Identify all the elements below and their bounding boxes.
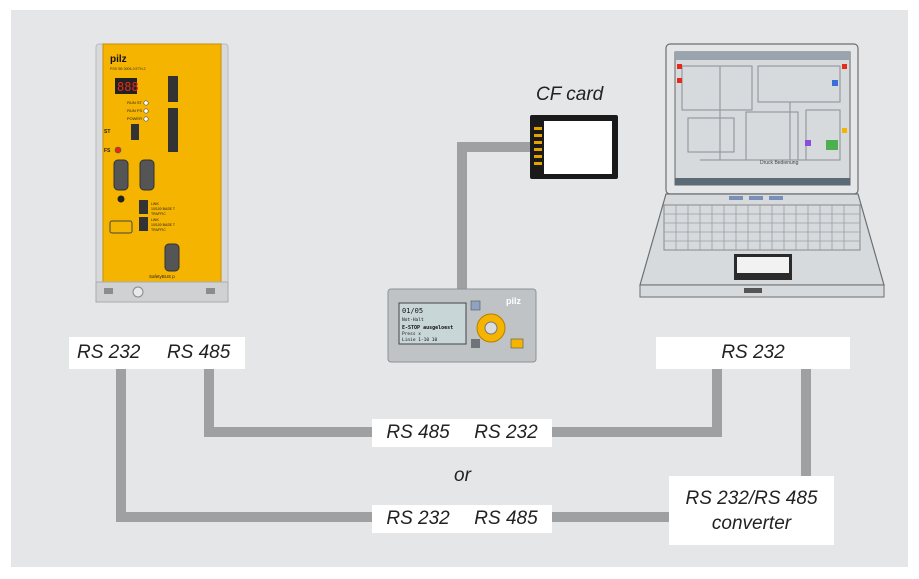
plc-screw-icon: [132, 286, 144, 298]
plc-error-led: [114, 146, 122, 154]
plc-power-terminal: [168, 76, 178, 102]
plc-clip-right: [206, 288, 215, 294]
cable-top-rs485: RS 485: [386, 422, 450, 443]
cable-bottom-label: RS 232 RS 485: [372, 505, 552, 533]
terminal-key-right: [510, 338, 524, 349]
laptop-keyboard: [663, 204, 861, 251]
plc-mode-switch: [131, 124, 139, 140]
cf-card-contacts: [534, 127, 542, 165]
hmi-terminal: 01/05 Not-Halt E-STOP ausgeloest Press x…: [387, 288, 537, 363]
svg-text:10/100 BASE T: 10/100 BASE T: [151, 223, 176, 227]
plc-button: [117, 195, 125, 203]
plc-status-leds: [143, 100, 149, 122]
plc-serial-port-user: [139, 159, 155, 191]
laptop-front-port: [744, 288, 762, 293]
laptop-status-lights: [729, 196, 783, 200]
plc-brand-logo: pilz: [110, 54, 127, 65]
plc-model-text: PSS SB 3006-3 ETH-2: [110, 67, 146, 71]
cable-bottom-rs485: RS 485: [474, 508, 538, 529]
svg-text:RUN FS: RUN FS: [127, 108, 142, 113]
plc-safetybus-port: [164, 243, 180, 272]
svg-text:POWER: POWER: [127, 116, 142, 121]
svg-text:TRAFFIC: TRAFFIC: [151, 228, 166, 232]
svg-text:Not-Halt: Not-Halt: [402, 317, 424, 323]
laptop-screen-text: Druck Bedienung: [760, 160, 799, 166]
converter-line-1: RS 232/RS 485: [685, 488, 818, 509]
cf-card-label: [544, 121, 612, 174]
plc-base: [95, 281, 229, 303]
laptop-screen-titlebar: [675, 52, 850, 60]
cable-bottom-rs232: RS 232: [386, 508, 450, 529]
converter-line-2: converter: [711, 513, 792, 534]
plc-label-slot: [109, 220, 133, 234]
svg-text:01/05: 01/05: [402, 307, 423, 315]
svg-text:LINK: LINK: [151, 202, 159, 206]
plc-clip-left: [104, 288, 113, 294]
laptop-keys: [664, 205, 860, 250]
terminal-screen-text: 01/05 Not-Halt E-STOP ausgeloest Press x…: [402, 307, 453, 343]
laptop-touchpad-surface: [737, 257, 789, 273]
terminal-nav-center: [484, 321, 498, 335]
plc-ports-label: RS 232 RS 485: [69, 337, 245, 369]
cf-card-label-text: CF card: [536, 84, 604, 105]
terminal-screen: [398, 302, 467, 345]
plc-io-terminal: [168, 108, 178, 152]
plc-ethernet-port-2: [139, 217, 148, 231]
terminal-brand-logo: pilz: [506, 296, 521, 306]
plc-safetybus-logo: SafetyBUS p: [149, 274, 175, 279]
plc-fs-label: FS: [104, 148, 111, 154]
svg-text:E-STOP ausgeloest: E-STOP ausgeloest: [402, 325, 453, 331]
plc-7seg-digits: 888: [117, 80, 139, 94]
laptop-port-label: RS 232: [656, 337, 850, 369]
cf-card: [530, 115, 618, 179]
terminal-key-left: [471, 339, 480, 348]
svg-text:LINK: LINK: [151, 218, 159, 222]
laptop: Druck Bedienung: [639, 43, 885, 298]
plc-port-rs485: RS 485: [166, 342, 231, 363]
plc-port-rs232: RS 232: [77, 342, 141, 363]
svg-text:Linie 1-10 10: Linie 1-10 10: [402, 337, 438, 343]
svg-text:RUN ST: RUN ST: [127, 100, 142, 105]
laptop-screen-diagram: [681, 65, 841, 161]
svg-text:10/100 BASE T: 10/100 BASE T: [151, 207, 176, 211]
cable-cf-terminal: [457, 142, 535, 293]
converter-label: RS 232/RS 485 converter: [669, 476, 834, 545]
cable-top-rs232: RS 232: [474, 422, 538, 443]
or-label: or: [454, 465, 471, 486]
svg-text:Press x: Press x: [402, 331, 421, 337]
plc-7seg-display: [115, 78, 137, 94]
terminal-top-key: [470, 300, 481, 311]
plc-controller: pilz PSS SB 3006-3 ETH-2 888 RUN ST RUN F…: [95, 43, 229, 303]
plc-st-label: ST: [104, 129, 110, 135]
laptop-taskbar: [675, 178, 850, 185]
plc-led-labels: RUN ST RUN FS POWER: [127, 100, 143, 121]
cable-top-label: RS 485 RS 232: [372, 419, 552, 447]
svg-text:TRAFFIC: TRAFFIC: [151, 212, 166, 216]
plc-ethernet-port-1: [139, 200, 148, 214]
plc-serial-port-pg: [113, 159, 129, 191]
laptop-screen-markers: [677, 64, 847, 150]
